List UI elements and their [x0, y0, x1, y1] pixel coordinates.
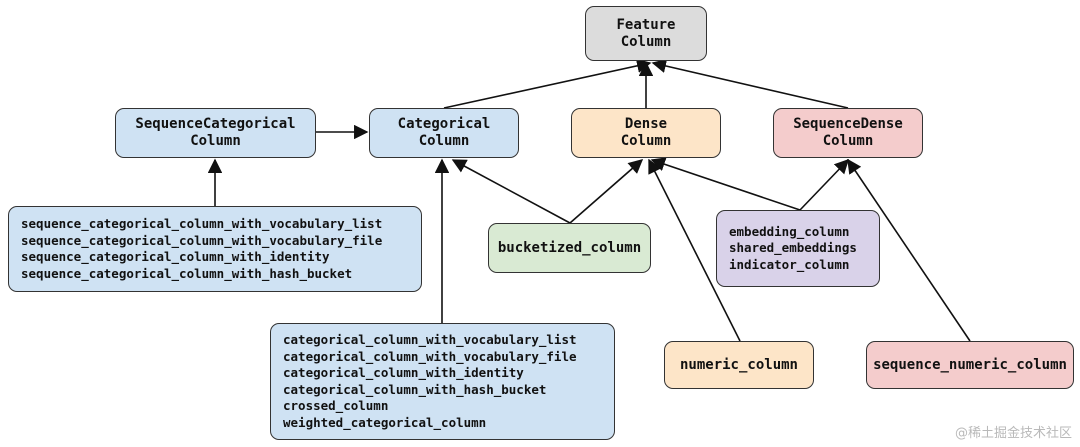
- node-label-line: weighted_categorical_column: [283, 414, 487, 430]
- node-label-line: sequence_categorical_column_with_identit…: [21, 249, 330, 264]
- node-label-line: Column: [822, 133, 874, 149]
- node-label-line: SequenceCategorical: [135, 116, 296, 132]
- node-label-line: Column: [418, 133, 470, 149]
- edge-embedding_functions-to-sequence_dense_column: [799, 158, 849, 211]
- node-label-line: sequence_categorical_column_with_vocabul…: [21, 216, 383, 231]
- edge-bucketized_column-to-dense_column: [569, 159, 644, 224]
- node-label-line: categorical_column_with_hash_bucket: [283, 381, 547, 397]
- node-label-line: categorical_column_with_vocabulary_file: [283, 348, 577, 364]
- node-label-line: embedding_column: [729, 223, 850, 239]
- node-label-line: bucketized_column: [497, 239, 642, 256]
- bucketized-column-node: bucketized_column: [488, 223, 651, 273]
- edge-embedding_functions-to-dense_column: [650, 157, 801, 211]
- node-label-line: Column: [620, 133, 672, 149]
- node-label-line: numeric_column: [679, 356, 798, 373]
- node-label-line: sequence_categorical_column_with_hash_bu…: [21, 265, 353, 281]
- node-label-line: SequenceDense: [793, 116, 903, 132]
- node-label-line: shared_embeddings: [729, 240, 857, 256]
- edge-numeric_column-to-dense_column: [648, 158, 741, 342]
- node-label-line: Column: [620, 33, 672, 50]
- node-label-line: categorical_column_with_vocabulary_list: [283, 332, 577, 347]
- node-label-line: Dense: [624, 116, 668, 132]
- node-label-line: crossed_column: [283, 398, 389, 413]
- node-label-line: categorical_column_with_identity: [283, 365, 524, 380]
- edge-categorical_column-to-feature_column: [443, 58, 652, 109]
- node-label-line: indicator_column: [729, 256, 850, 272]
- node-label-line: Categorical: [397, 116, 491, 132]
- node-label-line: sequence_numeric_column: [873, 356, 1067, 373]
- edge-sequence_dense_column-to-feature_column: [651, 58, 849, 109]
- sequence-categorical-functions-node: sequence_categorical_column_with_vocabul…: [8, 206, 422, 292]
- node-label-line: Column: [190, 133, 241, 149]
- node-label-line: sequence_categorical_column_with_vocabul…: [21, 232, 383, 248]
- node-label-line: Feature: [616, 16, 676, 33]
- sequence-numeric-column-node: sequence_numeric_column: [866, 341, 1074, 389]
- edge-sequence_numeric_column-to-sequence_dense_column: [847, 158, 971, 342]
- numeric-column-node: numeric_column: [664, 341, 814, 389]
- watermark: @稀土掘金技术社区: [954, 426, 1072, 441]
- edge-bucketized_column-to-categorical_column: [451, 159, 571, 224]
